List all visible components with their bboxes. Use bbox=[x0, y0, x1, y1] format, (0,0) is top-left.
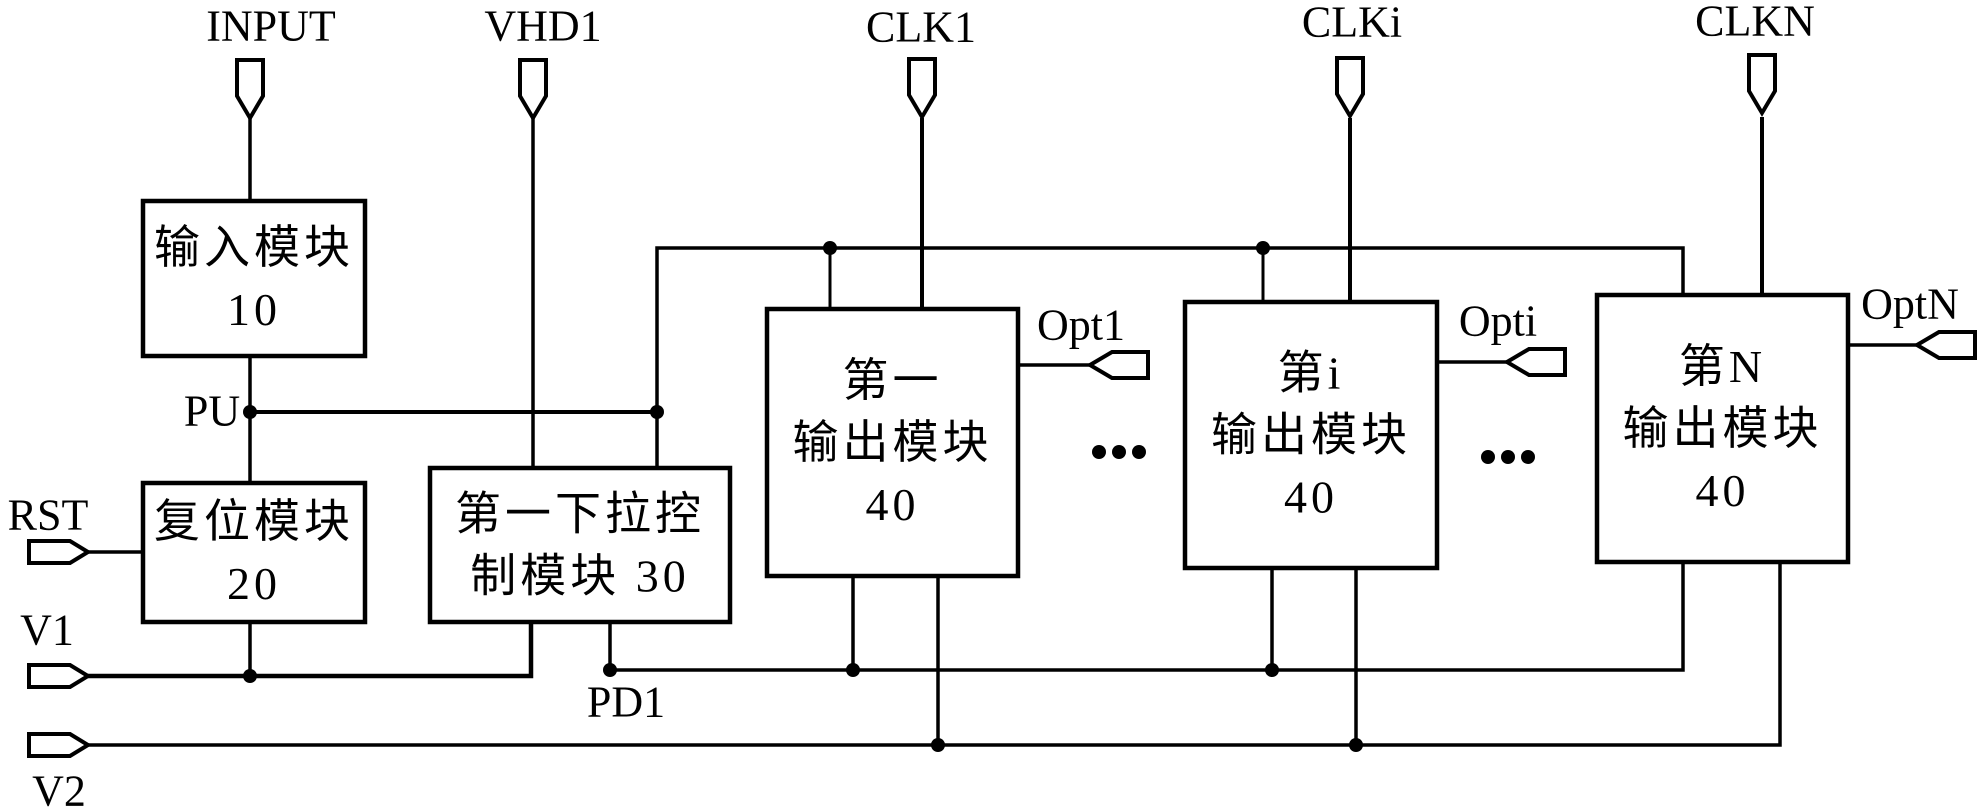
output-module-N-label: 输出模块 bbox=[1623, 403, 1823, 454]
terminal-opt1-pin-icon bbox=[1086, 350, 1150, 380]
output-module-1 bbox=[764, 306, 1021, 579]
junction-dot bbox=[650, 405, 664, 419]
terminal-input-pin-icon bbox=[235, 58, 265, 122]
ellipsis-dots bbox=[1501, 450, 1515, 464]
ellipsis-dots bbox=[1521, 450, 1535, 464]
junction-dot bbox=[243, 669, 257, 683]
terminal-v1-pin-icon bbox=[27, 663, 92, 689]
junction-dot bbox=[603, 663, 617, 677]
output-module-1-label: 第一 bbox=[843, 355, 943, 406]
junction-dot bbox=[243, 405, 257, 419]
wire-pu-distribution-rail bbox=[655, 246, 1685, 468]
output-module-i bbox=[1182, 299, 1440, 571]
output-module-i-label: 第i bbox=[1278, 348, 1345, 399]
terminal-opti-label: Opti bbox=[1459, 297, 1537, 346]
terminal-v2-label: V2 bbox=[32, 767, 86, 811]
first-pulldown-control-module-30-label: 第一下拉控 bbox=[455, 489, 705, 540]
terminal-clk1-pin-icon bbox=[907, 57, 937, 121]
output-module-1-label: 40 bbox=[866, 479, 920, 530]
terminal-rst-pin-icon bbox=[27, 539, 92, 565]
input-module-10 bbox=[140, 198, 368, 359]
junction-dot bbox=[1256, 241, 1270, 255]
junction-dot bbox=[823, 241, 837, 255]
output-module-1-label: 输出模块 bbox=[793, 417, 993, 468]
terminal-vhd1-pin-icon bbox=[518, 58, 548, 122]
terminal-clk1-label: CLK1 bbox=[866, 3, 976, 52]
ellipsis-dots bbox=[1092, 445, 1106, 459]
ellipsis-dots bbox=[1481, 450, 1495, 464]
output-module-N-label: 40 bbox=[1696, 465, 1750, 516]
terminal-clkn-pin-icon bbox=[1747, 53, 1777, 117]
junction-dot bbox=[1265, 663, 1279, 677]
terminal-opt1-label: Opt1 bbox=[1037, 301, 1125, 350]
output-module-i-label: 输出模块 bbox=[1211, 410, 1411, 461]
wire-v1-rail bbox=[87, 622, 534, 679]
ellipsis-dots bbox=[1132, 445, 1146, 459]
first-pulldown-control-module-30 bbox=[427, 465, 733, 625]
terminal-v1-label: V1 bbox=[20, 606, 74, 655]
reset-module-20-label: 复位模块 bbox=[154, 496, 354, 547]
input-module-10-label: 10 bbox=[227, 284, 281, 335]
terminal-clki-label: CLKi bbox=[1302, 0, 1402, 47]
output-module-i-label: 40 bbox=[1284, 472, 1338, 523]
ellipsis-dots bbox=[1112, 445, 1126, 459]
junction-dot bbox=[1349, 738, 1363, 752]
terminal-vhd1-label: VHD1 bbox=[484, 2, 601, 51]
terminal-clki-pin-icon bbox=[1335, 56, 1365, 120]
net-label-pd1: PD1 bbox=[587, 678, 665, 727]
output-module-N bbox=[1594, 292, 1851, 565]
first-pulldown-control-module-30-label: 制模块 30 bbox=[470, 551, 690, 602]
reset-module-20-label: 20 bbox=[227, 558, 281, 609]
junction-dot bbox=[931, 738, 945, 752]
wire-v2-rail bbox=[87, 562, 1782, 747]
terminal-input-label: INPUT bbox=[206, 2, 336, 51]
junction-dot bbox=[846, 663, 860, 677]
wire-pd1-rail bbox=[608, 562, 1685, 672]
terminal-opti-pin-icon bbox=[1503, 347, 1567, 377]
input-module-10-label: 输入模块 bbox=[154, 222, 354, 273]
terminal-rst-label: RST bbox=[8, 491, 89, 540]
terminal-clkn-label: CLKN bbox=[1695, 0, 1815, 46]
reset-module-20 bbox=[140, 480, 368, 625]
terminal-optn-pin-icon bbox=[1913, 330, 1977, 360]
terminal-v2-pin-icon bbox=[27, 732, 92, 758]
net-label-pu: PU bbox=[184, 387, 240, 436]
output-module-N-label: 第N bbox=[1679, 341, 1766, 392]
terminal-optn-label: OptN bbox=[1861, 280, 1959, 329]
